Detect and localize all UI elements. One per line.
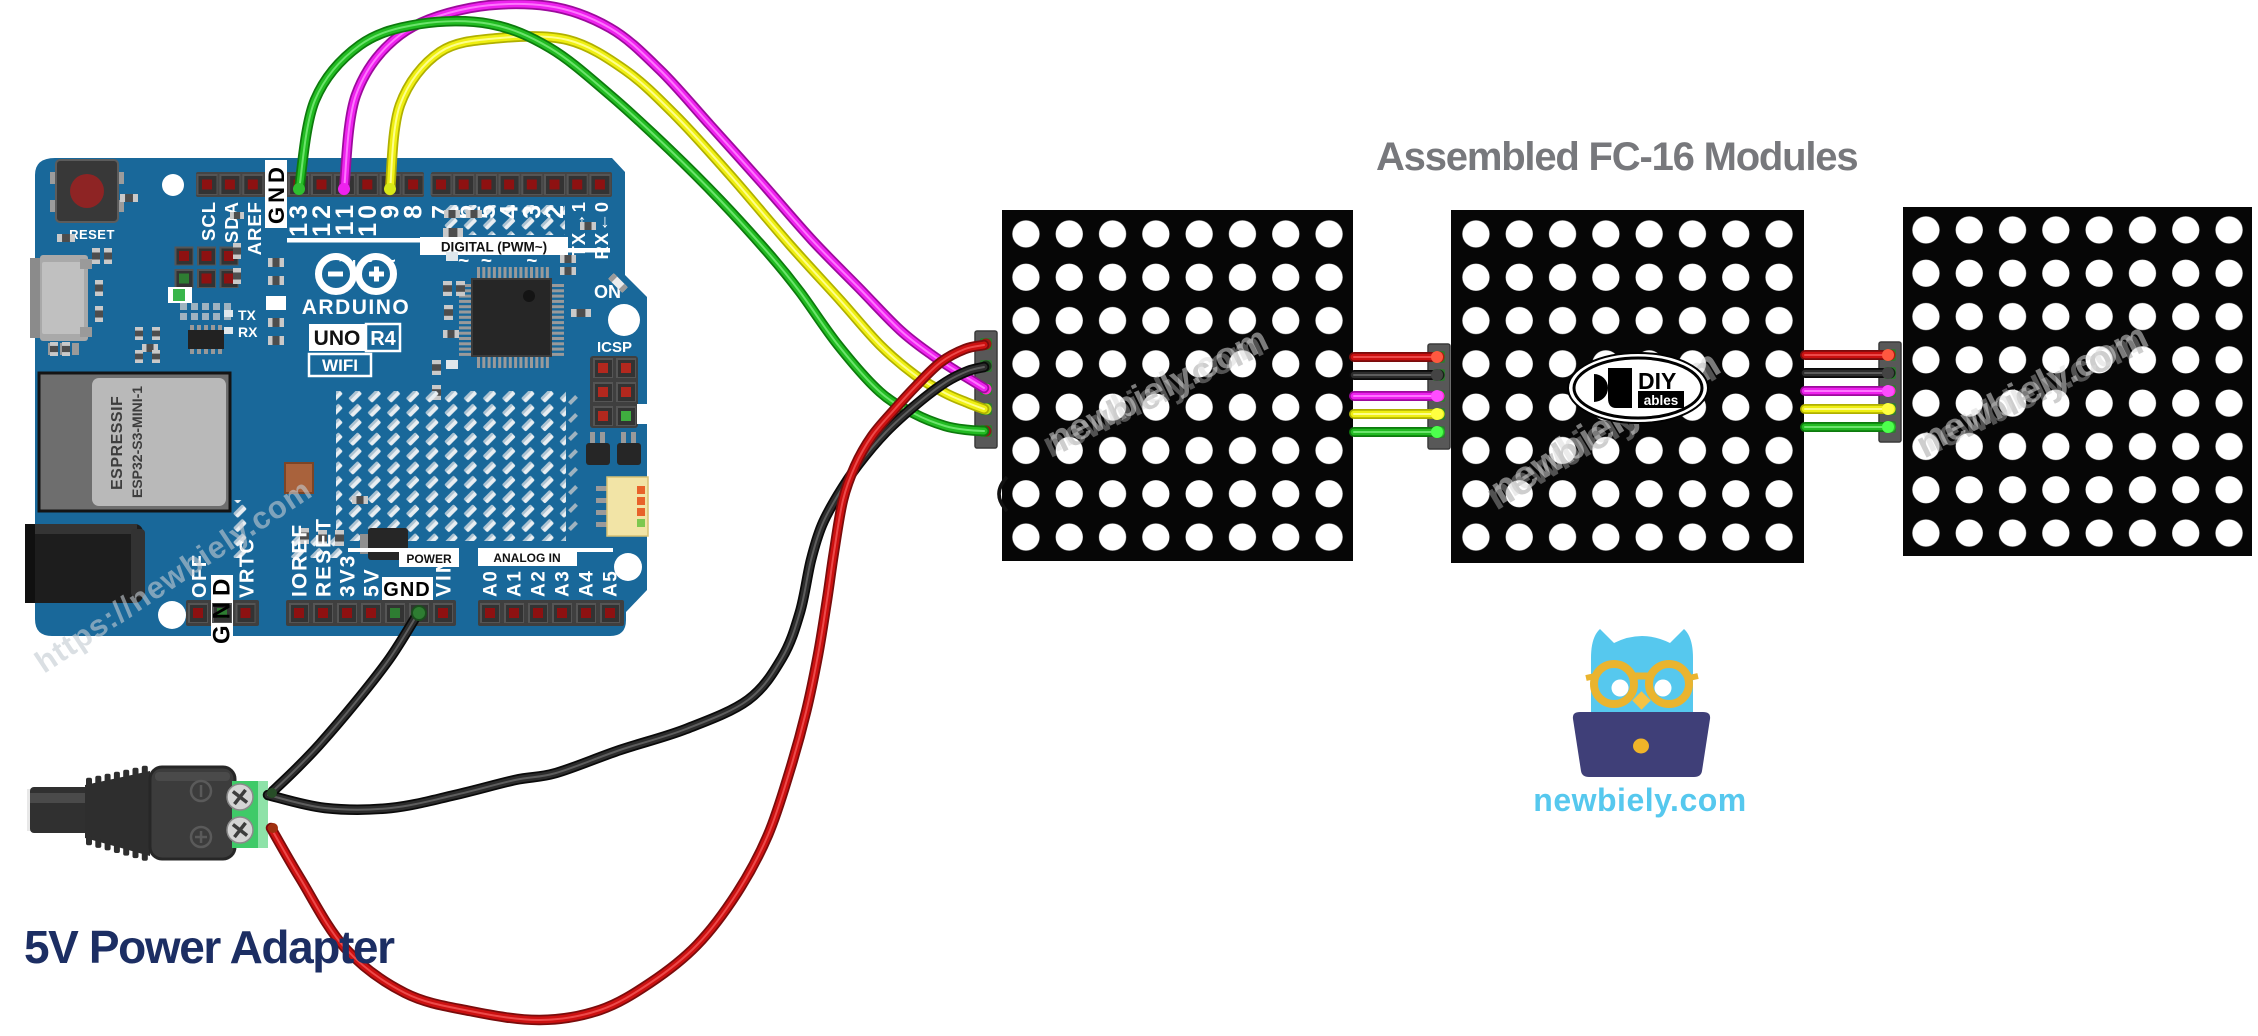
svg-text:DIY: DIY (1638, 368, 1676, 394)
svg-text:2: 2 (541, 201, 569, 219)
svg-text:RX←0: RX←0 (591, 201, 612, 260)
svg-text:VRTC: VRTC (237, 538, 259, 598)
svg-text:A2: A2 (529, 570, 550, 597)
svg-text:GND: GND (209, 573, 236, 644)
svg-text:ESPRESSIF: ESPRESSIF (109, 396, 126, 490)
svg-text:R4: R4 (370, 328, 396, 350)
svg-text:ables: ables (1644, 393, 1679, 408)
svg-text:13: 13 (285, 201, 313, 237)
svg-text:RX: RX (238, 324, 258, 340)
svg-text:3V3: 3V3 (337, 554, 360, 597)
svg-text:A1: A1 (505, 570, 526, 597)
svg-text:ARDUINO: ARDUINO (302, 296, 411, 319)
svg-text:SCL: SCL (198, 201, 219, 241)
svg-text:POWER: POWER (406, 552, 452, 566)
svg-text:A5: A5 (601, 570, 622, 597)
svg-text:TX→1: TX→1 (568, 201, 589, 257)
svg-text:TX: TX (238, 307, 257, 323)
svg-text:5V: 5V (361, 567, 384, 597)
svg-text:A4: A4 (577, 570, 598, 597)
svg-text:~: ~ (481, 251, 492, 272)
svg-text:9: 9 (377, 201, 405, 219)
svg-text:ON: ON (594, 282, 621, 302)
svg-text:5V Power Adapter: 5V Power Adapter (24, 921, 395, 973)
svg-text:A0: A0 (481, 570, 502, 597)
svg-text:3: 3 (518, 201, 546, 219)
svg-text:11: 11 (331, 201, 359, 235)
svg-text:ICSP: ICSP (597, 339, 632, 356)
svg-text:A3: A3 (553, 570, 574, 597)
svg-text:GND: GND (383, 579, 430, 601)
svg-text:DIGITAL (PWM~): DIGITAL (PWM~) (441, 240, 547, 255)
svg-text:10: 10 (354, 201, 382, 237)
svg-text:8: 8 (400, 201, 428, 219)
svg-text:12: 12 (308, 201, 336, 237)
svg-text:ESP32-S3-MINI-1: ESP32-S3-MINI-1 (129, 386, 145, 498)
svg-text:AREF: AREF (244, 201, 265, 255)
svg-text:~: ~ (526, 251, 537, 272)
svg-text:IOREF: IOREF (289, 523, 312, 597)
svg-text:WIFI: WIFI (322, 356, 358, 375)
svg-text:RESET: RESET (313, 517, 336, 597)
svg-text:Assembled FC-16 Modules: Assembled FC-16 Modules (1376, 135, 1857, 179)
svg-text:newbiely.com: newbiely.com (1533, 782, 1746, 818)
svg-text:RESET: RESET (69, 227, 115, 242)
svg-text:4: 4 (496, 201, 524, 219)
svg-text:L: L (352, 257, 361, 274)
svg-text:GND: GND (264, 163, 289, 224)
svg-text:~: ~ (458, 251, 469, 272)
svg-text:SDA: SDA (221, 201, 242, 243)
svg-text:UNO: UNO (314, 327, 361, 350)
svg-text:OFF: OFF (189, 554, 211, 599)
svg-text:ANALOG IN: ANALOG IN (493, 551, 560, 565)
